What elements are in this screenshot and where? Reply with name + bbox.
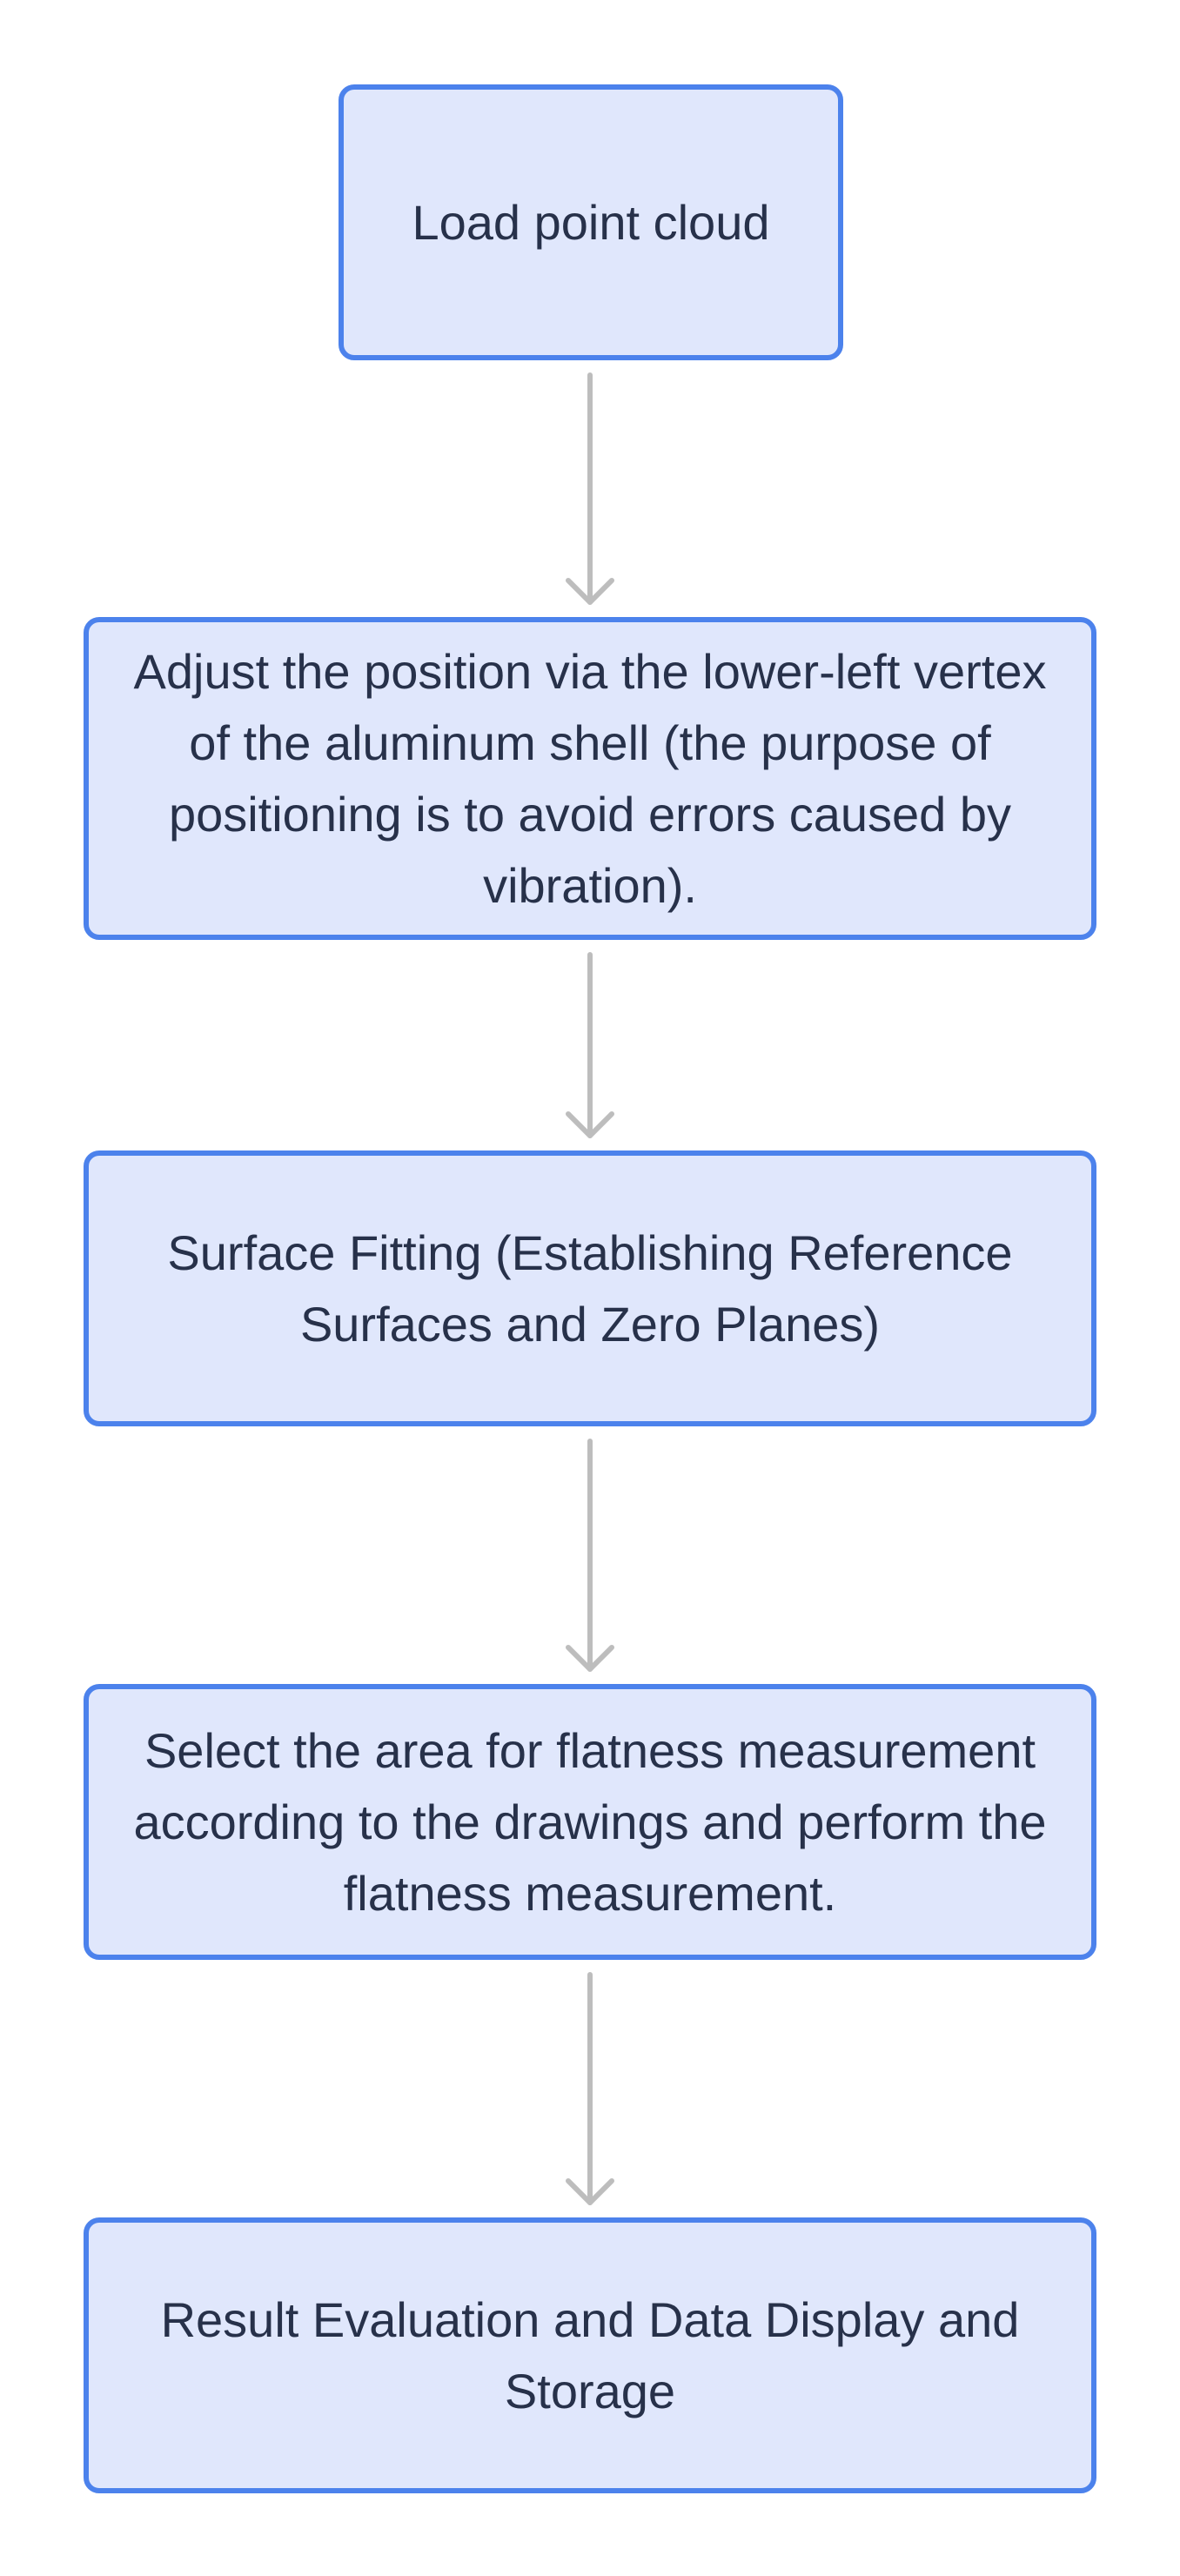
arrow-3-to-4-head [566, 1645, 614, 1672]
step-result-evaluation: Result Evaluation and Data Display and S… [84, 2217, 1096, 2493]
arrow-1-to-2-head [566, 578, 614, 605]
arrow-4-to-5 [566, 1972, 614, 2205]
step-label: Surface Fitting (Establishing Reference … [167, 1224, 1013, 1352]
step-label: Load point cloud [412, 194, 770, 250]
step-label: Select the area for flatness measurement… [133, 1722, 1047, 1921]
arrow-1-to-2 [566, 372, 614, 605]
arrow-3-to-4 [566, 1439, 614, 1672]
step-flatness-measurement: Select the area for flatness measurement… [84, 1684, 1096, 1960]
step-label: Adjust the position via the lower-left v… [133, 643, 1047, 913]
step-load-point-cloud: Load point cloud [339, 84, 843, 360]
arrow-4-to-5-head [566, 2178, 614, 2205]
arrow-2-to-3-head [566, 1111, 614, 1138]
step-label: Result Evaluation and Data Display and S… [160, 2291, 1020, 2418]
step-surface-fitting: Surface Fitting (Establishing Reference … [84, 1150, 1096, 1426]
step-adjust-position: Adjust the position via the lower-left v… [84, 617, 1096, 940]
arrow-2-to-3 [566, 952, 614, 1138]
